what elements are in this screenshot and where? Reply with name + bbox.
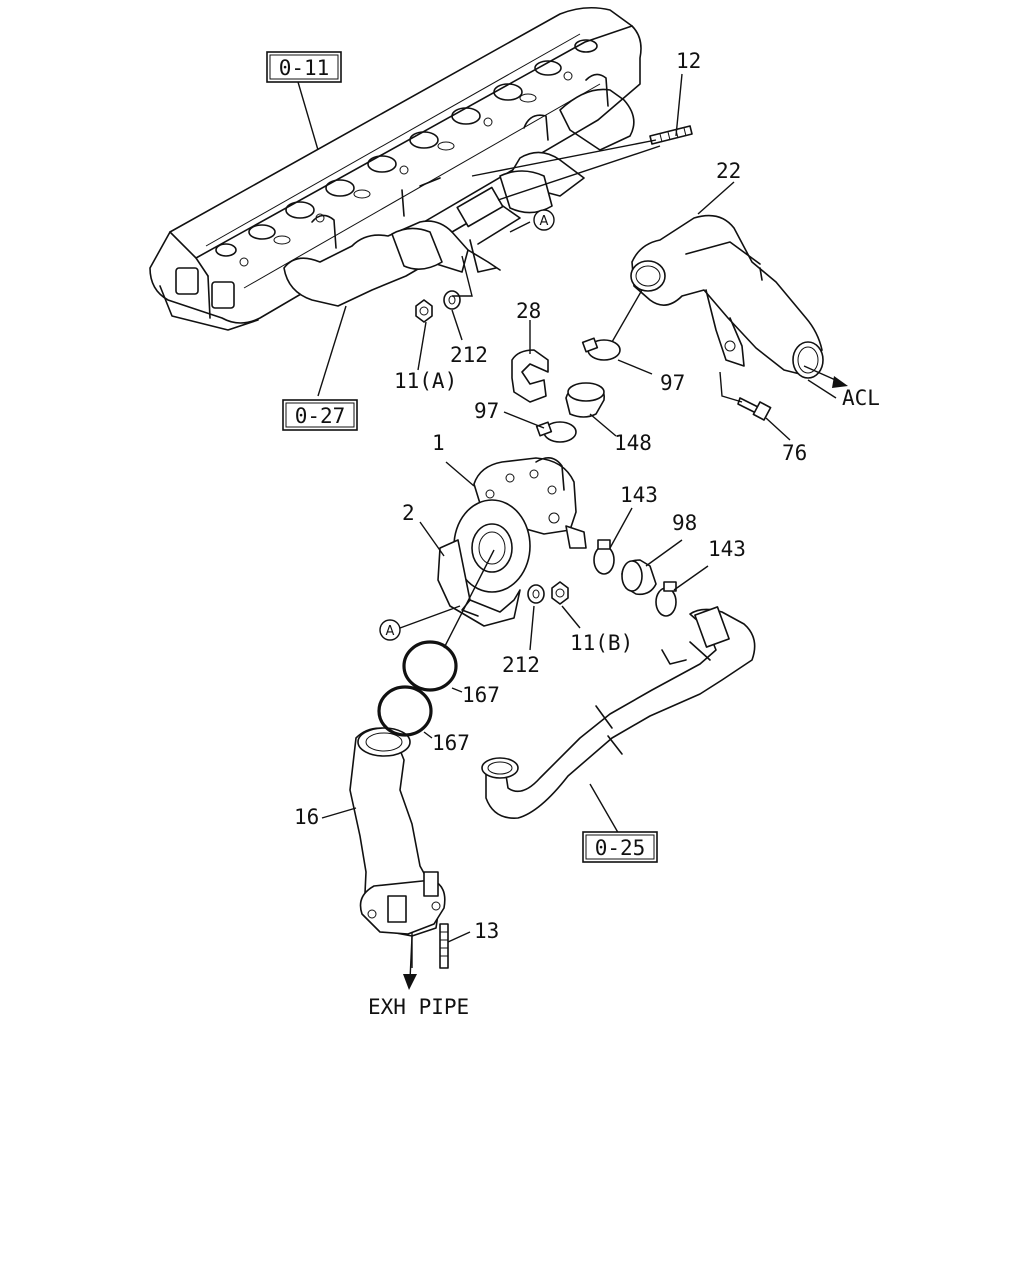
destination-exh-pipe: EXH PIPE [368,995,469,1019]
connector-mark-upper: A [533,209,555,231]
callout-ring-upper: 167 [462,683,500,707]
callout-hose-148: 148 [614,431,652,455]
ref-box-oil-pipe: 0-25 [582,831,658,863]
clamp-upper-left [535,421,577,443]
washer-upper [443,290,461,310]
clamp-upper-right [581,337,621,361]
exhaust-manifold [283,73,635,307]
callout-bolt: 76 [782,441,807,465]
callout-nut-b: 11(B) [570,631,633,655]
connector-mark-label: A [540,214,549,229]
callout-clamp-upper-left: 97 [474,399,499,423]
callout-nut-a: 11(A) [394,369,457,393]
callout-stud-upper: 12 [676,49,701,73]
stud-lower [439,923,449,969]
ref-box-label: 0-11 [279,56,330,80]
nut-a [415,299,433,323]
connector-mark-lower: A [379,619,401,641]
hose-98 [621,559,657,596]
exh-pipe-arrow [403,935,417,990]
bracket-clip [511,349,549,403]
leader-lines [297,73,837,968]
exhaust-pipe [349,727,446,937]
callout-clamp-upper-right: 97 [660,371,685,395]
ref-box-label: 0-25 [595,836,646,860]
ref-box-exhaust-manifold: 0-27 [282,399,358,431]
washer-lower [527,584,545,604]
callout-bracket: 2 [402,501,415,525]
clip-143-left [593,539,615,575]
callout-gasket-lower: 212 [502,653,540,677]
callout-intake-duct: 22 [716,159,741,183]
stud-upper [649,125,693,145]
ref-box-cylinder-head: 0-11 [266,51,342,83]
gasket-ring-upper [402,640,458,692]
callout-hose-98: 98 [672,511,697,535]
destination-acl: ACL [842,386,880,410]
callout-exhaust-pipe: 16 [294,805,319,829]
bolt [737,397,772,421]
oil-return-pipe [481,606,756,819]
callout-bracket-clip: 28 [516,299,541,323]
callout-clip-143-left: 143 [620,483,658,507]
callout-stud-lower: 13 [474,919,499,943]
callout-clip-143-right: 143 [708,537,746,561]
gasket-ring-lower [377,685,433,737]
callout-turbocharger: 1 [432,431,445,455]
intake-duct [630,214,824,379]
clip-143-right [655,581,677,617]
hose-148 [565,382,606,418]
callout-gasket-upper: 212 [450,343,488,367]
callout-ring-lower: 167 [432,731,470,755]
turbocharger [437,457,587,627]
ref-box-label: 0-27 [295,404,346,428]
acl-arrow [803,365,848,388]
nut-b [551,581,569,605]
connector-mark-label: A [386,624,395,639]
